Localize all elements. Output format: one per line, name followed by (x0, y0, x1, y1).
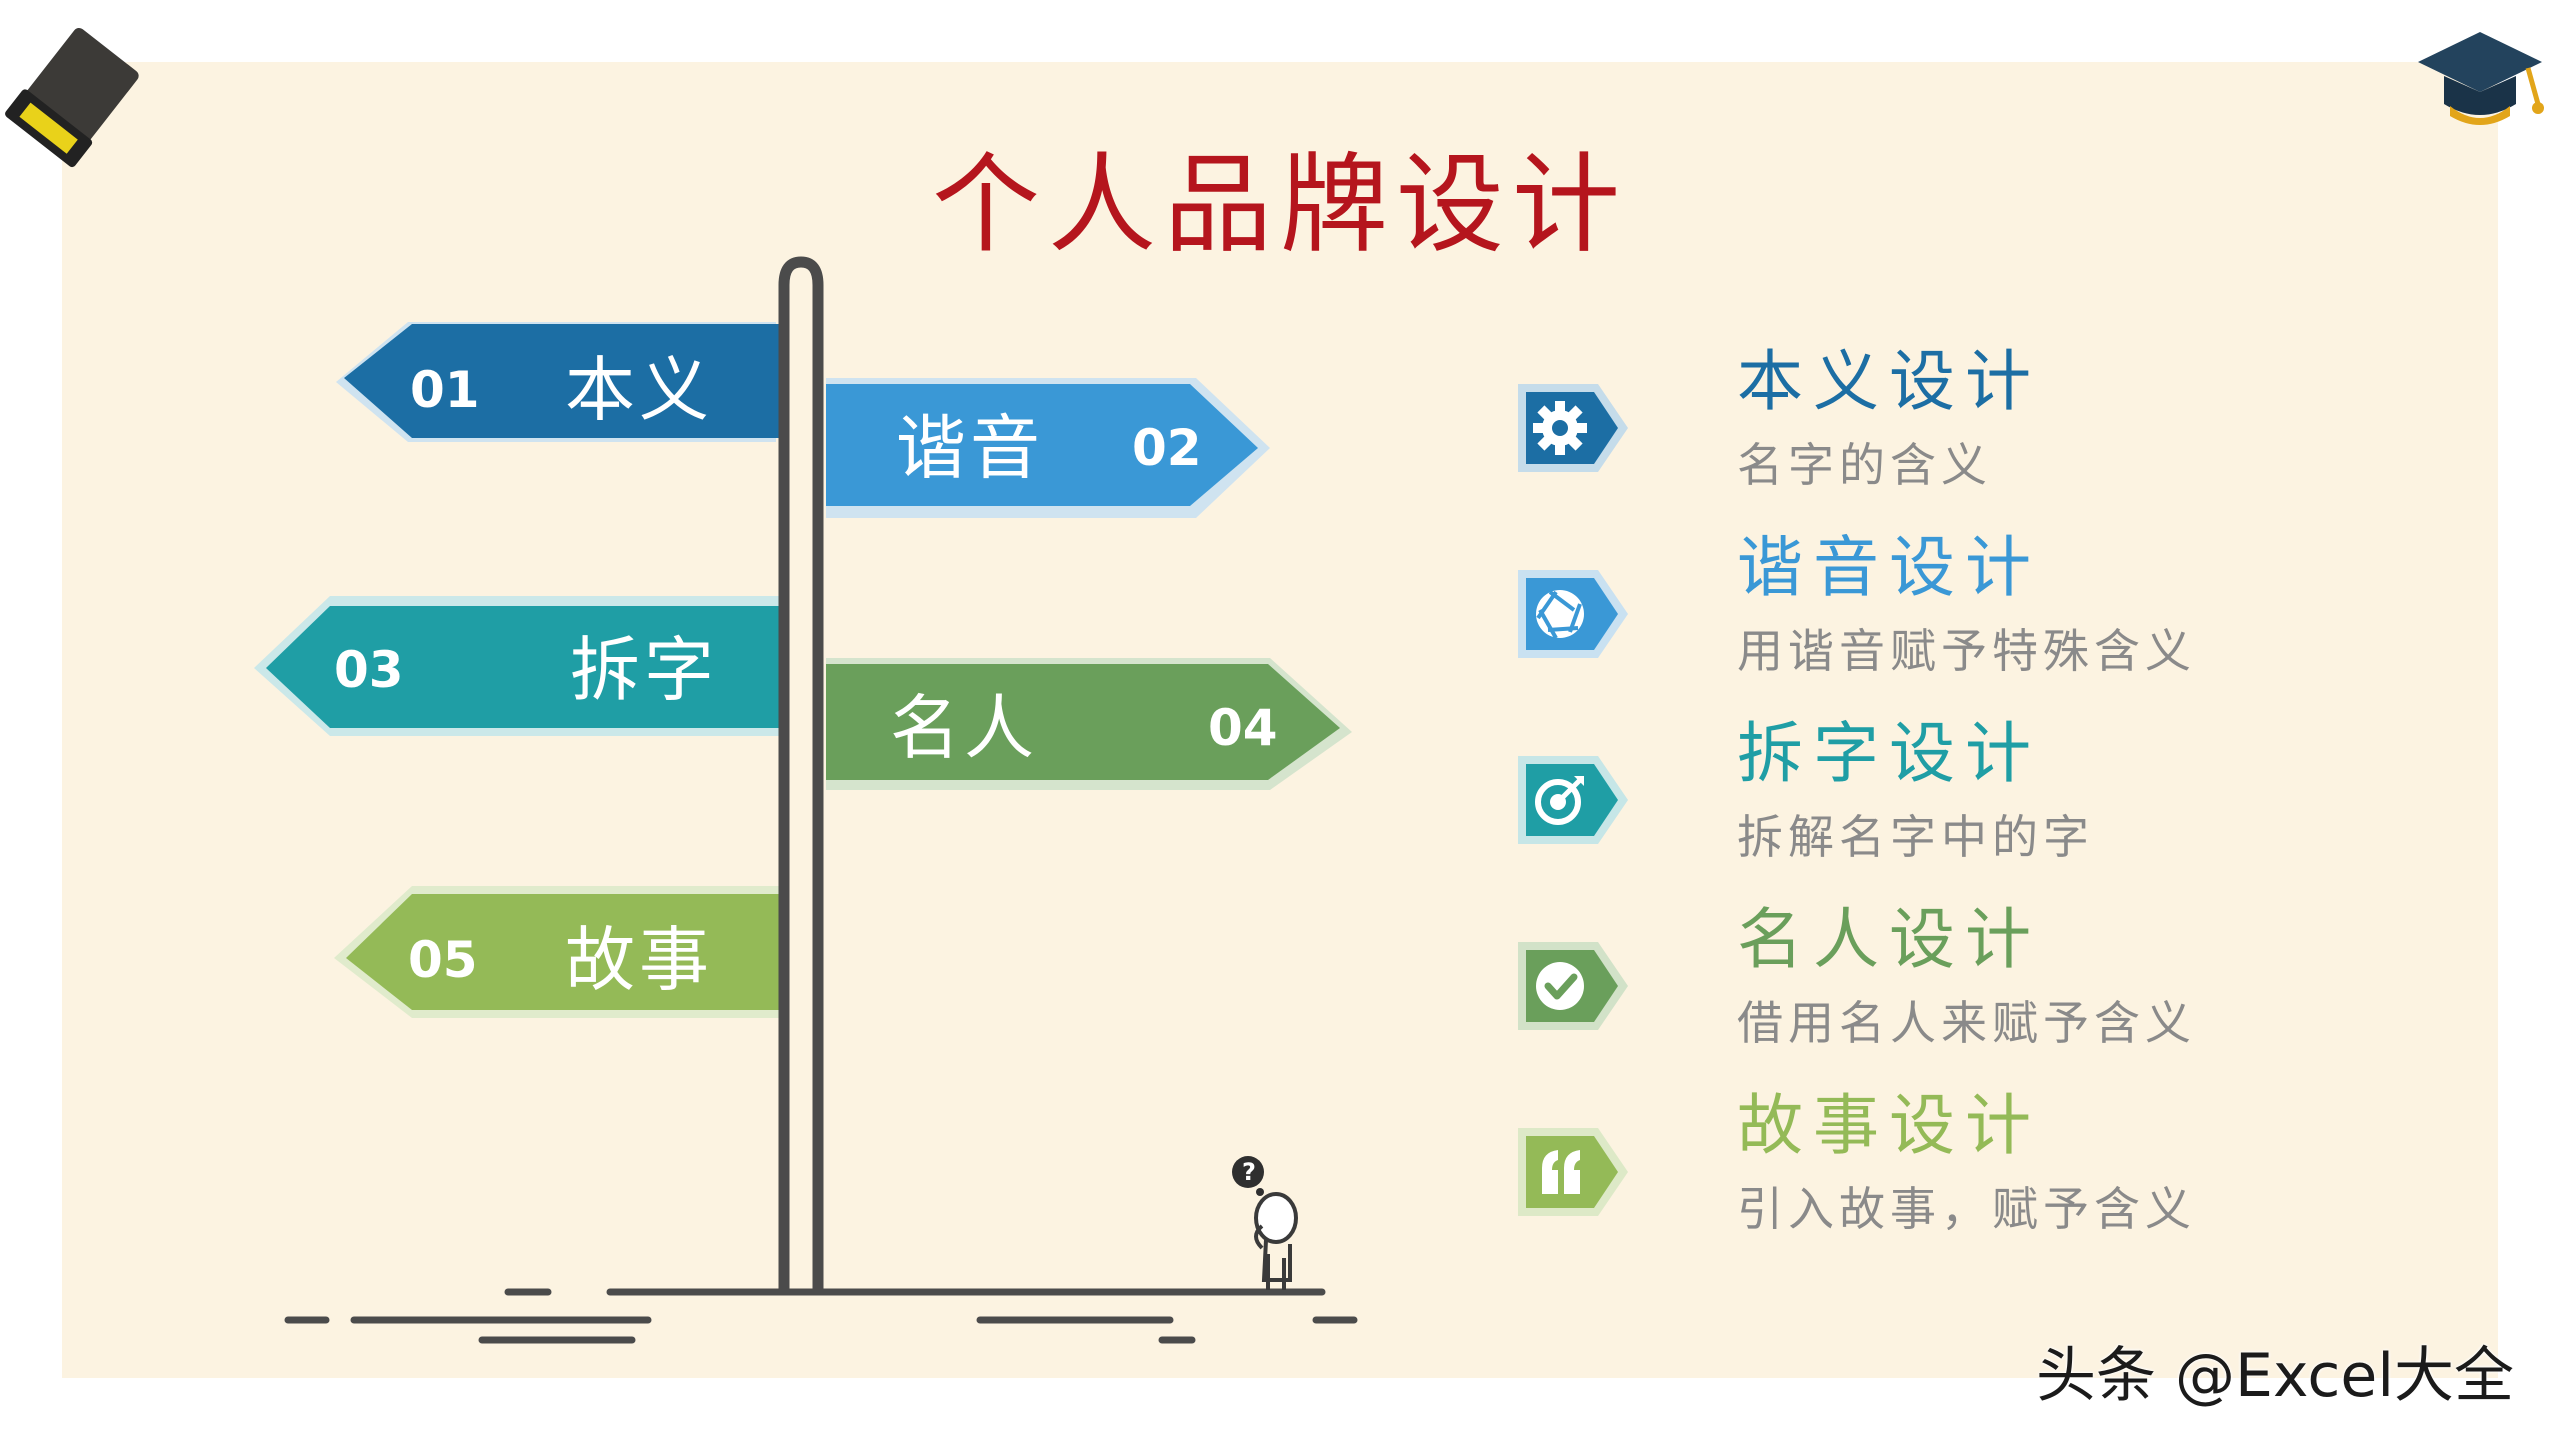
sign-02-number: 02 (1132, 419, 1202, 477)
sign-02-arrow (826, 384, 1258, 506)
sign-04-number: 04 (1208, 699, 1278, 757)
sign-03-arrow (266, 606, 780, 728)
target-icon (1518, 756, 1628, 844)
feature-4-desc: 借用名人来赋予含义 (1737, 996, 2196, 1050)
feature-1-title: 本义设计 (1737, 343, 2041, 420)
inkpot-icon (5, 27, 139, 168)
sign-04-arrow (826, 664, 1340, 780)
sign-02-label: 谐音 (896, 407, 1044, 489)
quote-icon (1518, 1128, 1628, 1216)
sign-03-number: 03 (334, 641, 404, 699)
sign-02: 谐音 02 (826, 388, 1226, 508)
sign-04-label: 名人 (890, 687, 1038, 769)
feature-3-desc: 拆解名字中的字 (1737, 810, 2094, 864)
feature-2-title: 谐音设计 (1737, 529, 2041, 606)
ground-lines (284, 1288, 1358, 1344)
graduation-cap-icon (2418, 32, 2544, 125)
sign-03-label: 拆字 (570, 629, 718, 711)
watermark: 头条 @Excel大全 (2035, 1341, 2514, 1411)
feature-3-title: 拆字设计 (1737, 715, 2041, 792)
feature-1-desc: 名字的含义 (1737, 438, 1992, 492)
sign-05-number: 05 (408, 931, 478, 989)
sign-05: 05 故事 (400, 900, 780, 1020)
feature-4: 名人设计 借用名人来赋予含义 (1737, 900, 2196, 1052)
feature-5-desc: 引入故事，赋予含义 (1737, 1182, 2196, 1236)
aperture-icon (1518, 570, 1628, 658)
question-bubble-text: ? (1242, 1158, 1256, 1186)
thinking-figure (1232, 1156, 1298, 1290)
sign-01-arrow (344, 324, 780, 438)
feature-3: 拆字设计 拆解名字中的字 (1737, 714, 2094, 866)
sign-01: 01 本义 (400, 330, 780, 450)
feature-5-title: 故事设计 (1737, 1087, 2041, 1164)
sign-post (778, 256, 824, 1290)
feature-2: 谐音设计 用谐音赋予特殊含义 (1737, 528, 2196, 680)
feature-1: 本义设计 名字的含义 (1737, 342, 2041, 494)
checkmark-icon (1518, 942, 1628, 1030)
sign-05-arrow (346, 894, 780, 1010)
feature-4-title: 名人设计 (1737, 901, 2041, 978)
feature-5: 故事设计 引入故事，赋予含义 (1737, 1086, 2196, 1238)
sign-04: 名人 04 (826, 668, 1306, 788)
sign-01-number: 01 (410, 361, 480, 419)
page-title: 个人品牌设计 (931, 143, 1628, 268)
sign-01-label: 本义 (565, 349, 713, 431)
gear-icon (1518, 384, 1628, 472)
sign-05-label: 故事 (565, 919, 713, 1001)
sign-03: 03 拆字 (330, 610, 780, 730)
feature-2-desc: 用谐音赋予特殊含义 (1737, 624, 2196, 678)
